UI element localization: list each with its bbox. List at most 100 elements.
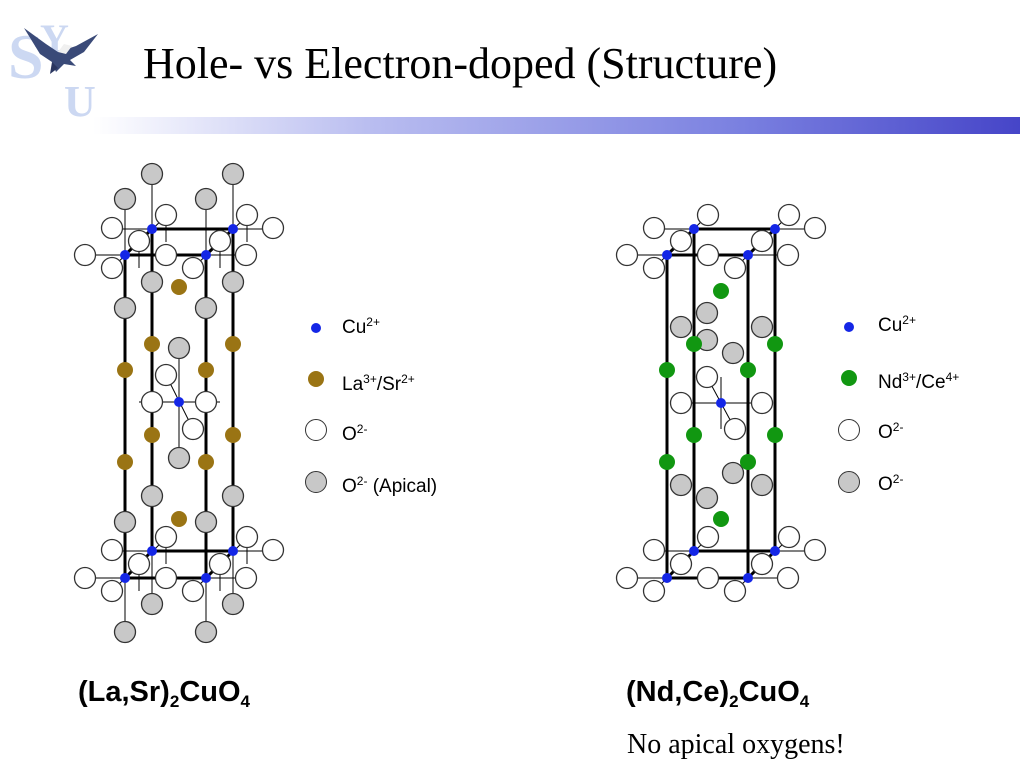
- nd-ce-atom: [686, 427, 702, 443]
- oxygen-atom: [100, 579, 124, 603]
- legend-label-apical-oxygen: O2- (Apical): [342, 474, 438, 497]
- oxygen-atom: [776, 566, 800, 590]
- oxygen-atom: [669, 229, 693, 253]
- left-atoms: [73, 162, 285, 644]
- oxygen-atom: [642, 579, 666, 603]
- oxygen-atom: [154, 363, 178, 387]
- university-logo-eagle-icon: S Y U: [8, 16, 98, 120]
- apical-oxygen-atom: [221, 270, 245, 294]
- la-sr-atom: [144, 427, 160, 443]
- oxygen-atom: [235, 525, 259, 549]
- la-sr-atom: [171, 511, 187, 527]
- la-sr-atom: [117, 454, 133, 470]
- oxygen-atom: [73, 566, 97, 590]
- legend-label-oxygen: O2-: [342, 422, 368, 445]
- oxygen-atom: [696, 525, 720, 549]
- la-sr-atom-swatch: [308, 371, 324, 387]
- oxygen-atom: [777, 203, 801, 227]
- oxygen-atom: [723, 417, 747, 441]
- nd-ce-cuo4-crystal-structure: [615, 203, 827, 603]
- apical-oxygen-atom: [113, 620, 137, 644]
- svg-text:U: U: [64, 77, 96, 120]
- oxygen-atom: [181, 256, 205, 280]
- oxygen-atom-swatch: [305, 419, 327, 441]
- cu-atom: [120, 250, 130, 260]
- gray-oxygen-atom: [695, 486, 719, 510]
- nd-ce-atom-swatch: [841, 370, 857, 386]
- nd-ce-atom: [740, 362, 756, 378]
- apical-oxygen-atom: [194, 510, 218, 534]
- oxygen-atom: [776, 243, 800, 267]
- gray-oxygen-atom-swatch-right: [838, 471, 860, 493]
- right-atoms: [615, 203, 827, 603]
- oxygen-atom: [154, 566, 178, 590]
- oxygen-atom: [154, 203, 178, 227]
- apical-oxygen-atom: [221, 592, 245, 616]
- nd-ce-atom: [740, 454, 756, 470]
- cu-atom: [147, 546, 157, 556]
- oxygen-atom: [777, 525, 801, 549]
- cu-atom: [228, 224, 238, 234]
- oxygen-atom: [100, 216, 124, 240]
- apical-oxygen-atom: [113, 510, 137, 534]
- gray-oxygen-atom: [669, 315, 693, 339]
- gray-oxygen-atom: [721, 341, 745, 365]
- right-legend: Cu2+ Nd3+/Ce4+ O2- O2-: [836, 310, 1016, 510]
- apical-oxygen-atom: [194, 296, 218, 320]
- gray-oxygen-atom: [721, 461, 745, 485]
- apical-oxygen-atom: [221, 484, 245, 508]
- legend-label-nd-ce: Nd3+/Ce4+: [878, 370, 960, 393]
- cu-atom: [228, 546, 238, 556]
- oxygen-atom: [208, 552, 232, 576]
- la-sr-cuo4-crystal-structure: [73, 162, 285, 644]
- apical-oxygen-atom: [167, 336, 191, 360]
- oxygen-atom: [100, 256, 124, 280]
- oxygen-atom: [234, 243, 258, 267]
- apical-oxygen-atom: [221, 162, 245, 186]
- apical-oxygen-atom: [113, 187, 137, 211]
- cu-atom: [770, 546, 780, 556]
- right-formula: (Nd,Ce)2CuO4: [626, 676, 810, 711]
- apical-oxygen-atom: [194, 620, 218, 644]
- la-sr-atom: [198, 362, 214, 378]
- nd-ce-atom: [713, 511, 729, 527]
- left-formula: (La,Sr)2CuO4: [78, 676, 250, 711]
- oxygen-atom: [194, 390, 218, 414]
- svg-text:S: S: [8, 21, 44, 92]
- legend-label-la-sr: La3+/Sr2+: [342, 372, 415, 395]
- nd-ce-atom: [686, 336, 702, 352]
- oxygen-atom: [695, 365, 719, 389]
- oxygen-atom: [615, 243, 639, 267]
- left-legend: Cu2+ La3+/Sr2+ O2- O2- (Apical): [304, 312, 504, 512]
- oxygen-atom: [181, 579, 205, 603]
- la-sr-atom: [171, 279, 187, 295]
- gray-oxygen-atom: [750, 473, 774, 497]
- right-bonds: [627, 214, 815, 592]
- apical-oxygen-atom: [140, 270, 164, 294]
- oxygen-atom: [140, 390, 164, 414]
- oxygen-atom: [723, 256, 747, 280]
- oxygen-atom: [235, 203, 259, 227]
- oxygen-atom: [696, 243, 720, 267]
- legend-label-cu-right: Cu2+: [878, 313, 916, 336]
- oxygen-atom: [154, 243, 178, 267]
- cu-atom: [743, 573, 753, 583]
- cu-atom: [689, 224, 699, 234]
- cu-atom: [662, 250, 672, 260]
- cu-atom: [770, 224, 780, 234]
- la-sr-atom: [225, 336, 241, 352]
- oxygen-atom: [261, 538, 285, 562]
- la-sr-atom: [117, 362, 133, 378]
- legend-label-gray-oxygen-right: O2-: [878, 472, 904, 495]
- legend-label-oxygen-right: O2-: [878, 420, 904, 443]
- oxygen-atom: [723, 579, 747, 603]
- oxygen-atom: [127, 229, 151, 253]
- cu-atom: [201, 250, 211, 260]
- oxygen-atom: [642, 538, 666, 562]
- nd-ce-atom: [659, 454, 675, 470]
- oxygen-atom: [73, 243, 97, 267]
- oxygen-atom-swatch-right: [838, 419, 860, 441]
- nd-ce-atom: [767, 427, 783, 443]
- apical-oxygen-atom: [113, 296, 137, 320]
- apical-oxygen-atom: [167, 446, 191, 470]
